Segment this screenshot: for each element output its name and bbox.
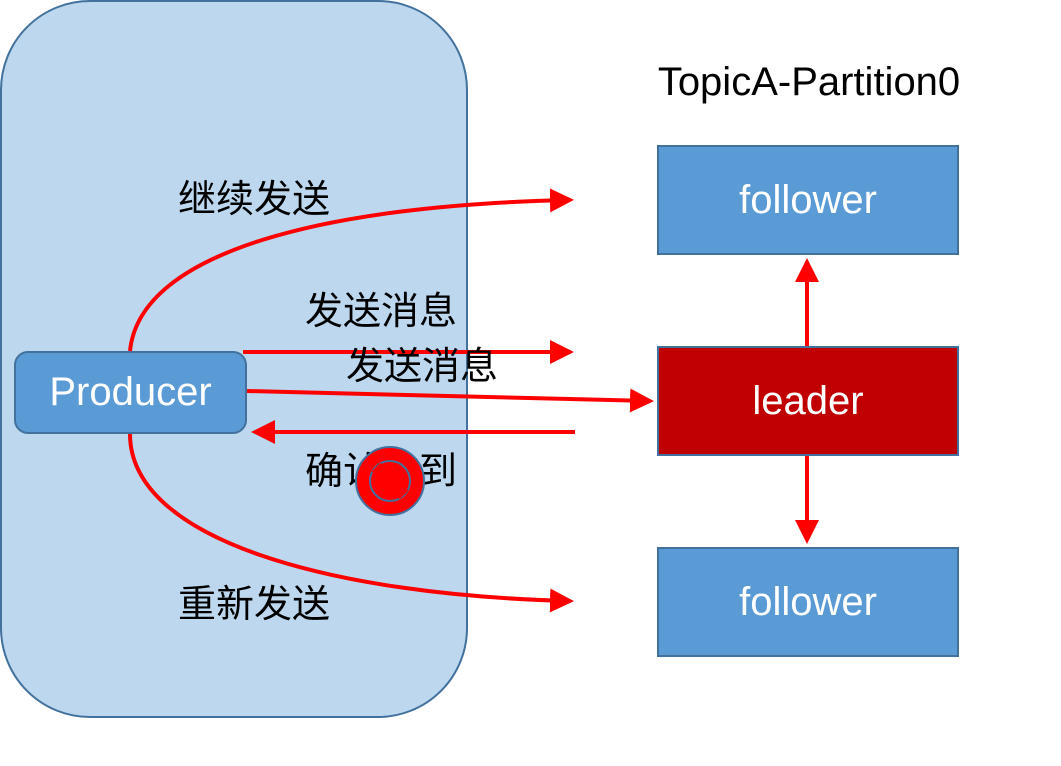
leader-label: leader — [752, 378, 864, 423]
send-message-label-1: 发送消息 — [305, 289, 458, 333]
follower-top-label: follower — [739, 177, 877, 222]
continue-send-label: 继续发送 — [178, 177, 331, 221]
send-message-arrow-leader — [246, 388, 654, 413]
leader-node: leader — [657, 346, 959, 456]
producer-label: Producer — [49, 370, 212, 414]
follower-node-top: follower — [657, 145, 959, 255]
resend-label: 重新发送 — [178, 582, 331, 626]
send-message-label-2: 发送消息 — [346, 344, 499, 388]
producer-node: Producer — [14, 351, 247, 434]
follower-bottom-label: follower — [739, 579, 877, 624]
resend-arrow — [128, 433, 574, 613]
follower-node-bottom: follower — [657, 547, 959, 657]
partition-title: TopicA-Partition0 — [657, 60, 961, 104]
continue-send-arrow — [128, 188, 574, 352]
ack-received-label: 确认收到 — [305, 449, 458, 493]
